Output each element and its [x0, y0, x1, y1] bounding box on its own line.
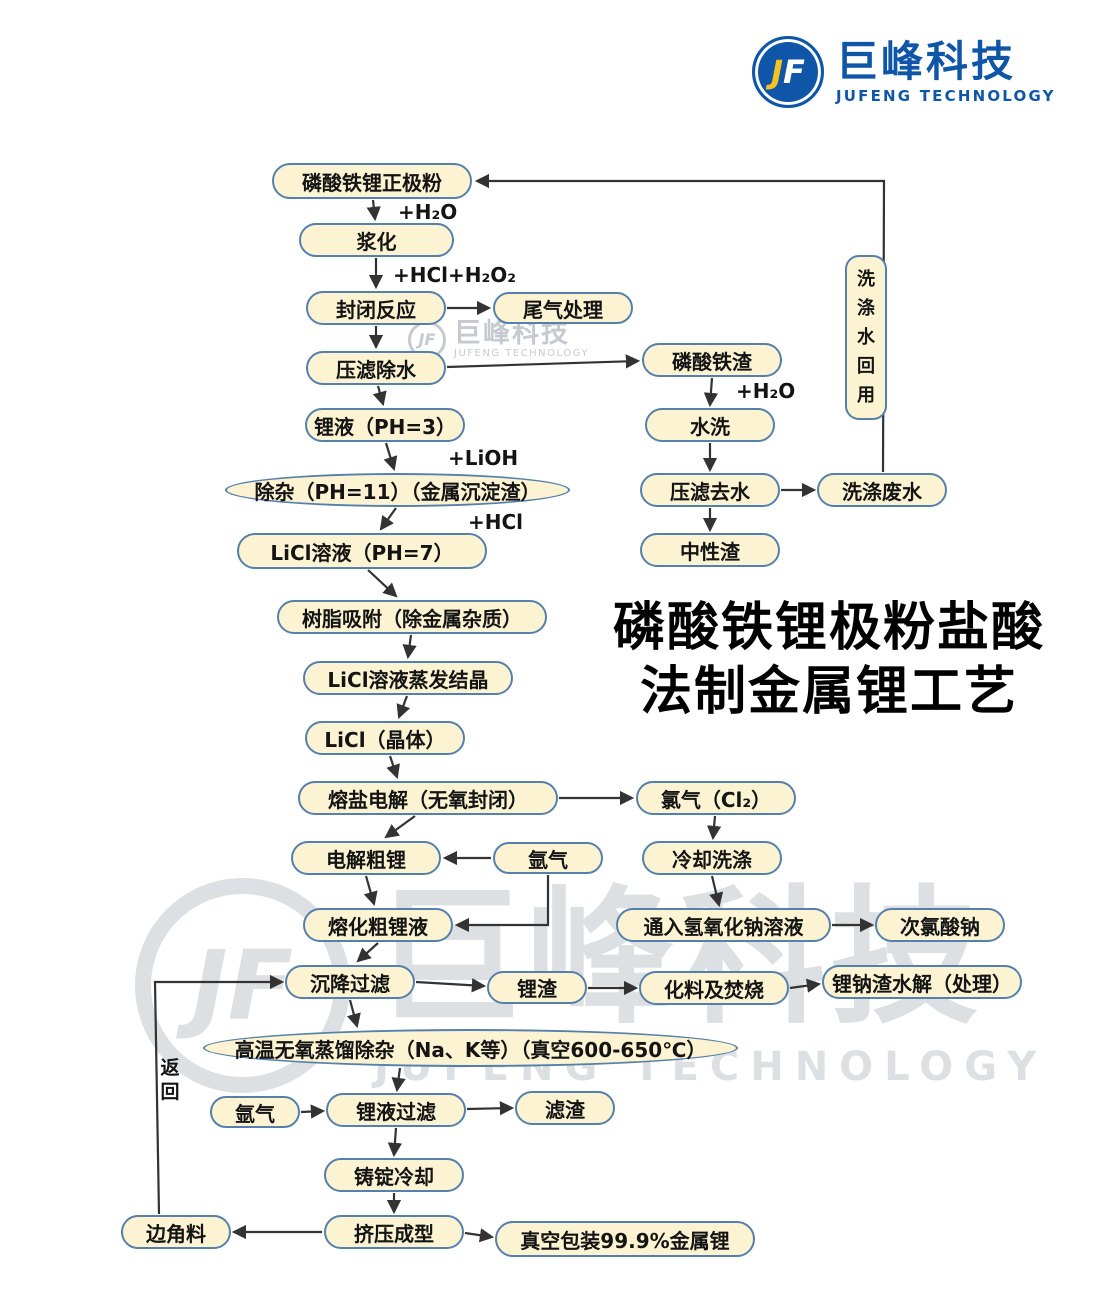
node-washing-wastewater: 洗涤废水	[817, 473, 947, 507]
process-title: 磷酸铁锂极粉盐酸 法制金属锂工艺	[588, 596, 1070, 724]
node-settling-filtration: 沉降过滤	[285, 965, 415, 999]
edge-label-add-water-1: +H₂O	[398, 200, 458, 224]
edge-label-add-hcl-h2o2: +HCl+H₂O₂	[393, 263, 517, 287]
node-lithium-residue: 锂渣	[487, 971, 587, 1004]
arrow-cooling-to-naoh	[709, 875, 724, 908]
arrow-licl7-to-resin	[367, 569, 398, 598]
edge-label-add-lioh: +LiOH	[448, 446, 519, 470]
arrow-ironresidue-to-wash	[703, 377, 719, 408]
arrow-molten-to-crude	[384, 815, 416, 839]
node-sodium-hypochlorite: 次氯酸钠	[875, 908, 1005, 942]
node-naoh-solution: 通入氢氧化钠溶液	[616, 908, 831, 942]
company-name-en: JUFENG TECHNOLOGY	[836, 87, 1056, 105]
node-incineration: 化料及焚烧	[639, 971, 789, 1005]
node-licl-evaporation: LiCl溶液蒸发结晶	[303, 661, 513, 695]
node-closed-reaction: 封闭反应	[306, 291, 446, 325]
arrow-cl2-to-cooling	[706, 815, 722, 841]
node-filter-residue: 滤渣	[515, 1091, 615, 1125]
arrow-crystal-to-molten	[386, 755, 400, 780]
arrow-settle-to-distillation	[346, 999, 361, 1029]
node-washing-water-reuse: 洗涤水回用	[845, 255, 887, 420]
node-extrusion: 挤压成型	[324, 1215, 464, 1249]
node-lithium-solution-ph3: 锂液（PH=3）	[305, 408, 465, 442]
arrow-incineration-to-linaresidue	[789, 978, 822, 993]
node-iron-phosphate-residue: 磷酸铁渣	[642, 343, 782, 377]
node-water-wash: 水洗	[645, 408, 775, 442]
arrow-lifilter-to-ingot	[387, 1127, 403, 1158]
company-logo: JF 巨峰科技 JUFENG TECHNOLOGY	[752, 36, 1056, 108]
node-vacuum-packaging: 真空包装99.9%金属锂	[495, 1221, 755, 1257]
node-licl-solution-ph7: LiCl溶液（PH=7）	[237, 533, 487, 569]
node-chlorine-gas: 氯气（Cl₂）	[636, 781, 796, 815]
node-cathode-powder: 磷酸铁锂正极粉	[272, 163, 472, 199]
arrow-cathode-to-slurry	[366, 199, 381, 222]
edge-label-add-hcl: +HCl	[468, 510, 524, 534]
arrow-melt-to-settle	[356, 942, 379, 963]
node-press-filter-water-removal: 压滤去水	[640, 473, 780, 507]
logo-monogram: JF	[771, 53, 805, 91]
node-licl-crystal: LiCl（晶体）	[305, 721, 465, 755]
arrow-argon1-to-melt	[454, 875, 550, 933]
node-scraps: 边角料	[121, 1215, 231, 1249]
node-slurrying: 浆化	[299, 223, 454, 257]
edge-label-return: 返回	[160, 1057, 180, 1103]
arrow-lifilter-to-filterresidue	[466, 1101, 515, 1116]
arrow-settle-to-liresidue	[415, 978, 487, 993]
node-high-temp-distillation: 高温无氧蒸馏除杂（Na、K等）（真空600-650℃）	[203, 1029, 738, 1067]
arrow-press-to-liph3	[372, 385, 387, 407]
arrow-crude-to-melt	[363, 875, 378, 907]
node-lithium-filtration: 锂液过滤	[326, 1093, 466, 1127]
arrow-evap-to-crystal	[396, 695, 411, 720]
arrow-liph3-to-impurity	[383, 442, 398, 472]
node-li-na-residue-hydrolysis: 锂钠渣水解（处理）	[822, 965, 1022, 999]
process-title-line2: 法制金属锂工艺	[639, 662, 1018, 722]
arrow-press-to-ironresidue	[446, 354, 641, 369]
company-logo-icon: JF	[752, 36, 824, 108]
arrow-impurity-to-licl7	[379, 507, 397, 531]
node-neutral-residue: 中性渣	[640, 533, 780, 567]
arrow-argon2-to-lifilter	[300, 1104, 326, 1119]
company-name: 巨峰科技	[836, 37, 1017, 86]
arrow-extrusion-to-vacuum	[464, 1228, 495, 1243]
process-title-line1: 磷酸铁锂极粉盐酸	[612, 598, 1045, 658]
node-tail-gas-treatment: 尾气处理	[493, 292, 633, 324]
node-resin-adsorption: 树脂吸附（除金属杂质）	[277, 600, 547, 634]
edge-label-add-water-2: +H₂O	[736, 379, 796, 403]
node-impurity-removal: 除杂（PH=11）（金属沉淀渣）	[225, 473, 570, 507]
node-argon-2: 氩气	[210, 1096, 300, 1128]
arrow-resin-to-evap	[402, 634, 417, 660]
arrow-scraps-return-to-settle	[153, 974, 285, 1215]
node-electrolytic-crude-lithium: 电解粗锂	[291, 841, 441, 875]
node-ingot-cooling: 铸锭冷却	[324, 1158, 464, 1192]
node-cooling-washing: 冷却洗涤	[642, 841, 782, 875]
node-melted-crude-lithium: 熔化粗锂液	[303, 908, 453, 942]
node-press-filter-dewater: 压滤除水	[306, 351, 446, 385]
node-argon-1: 氩气	[493, 842, 603, 874]
arrow-distillation-to-lifilter	[391, 1067, 406, 1093]
node-molten-salt-electrolysis: 熔盐电解（无氧封闭）	[298, 781, 558, 815]
